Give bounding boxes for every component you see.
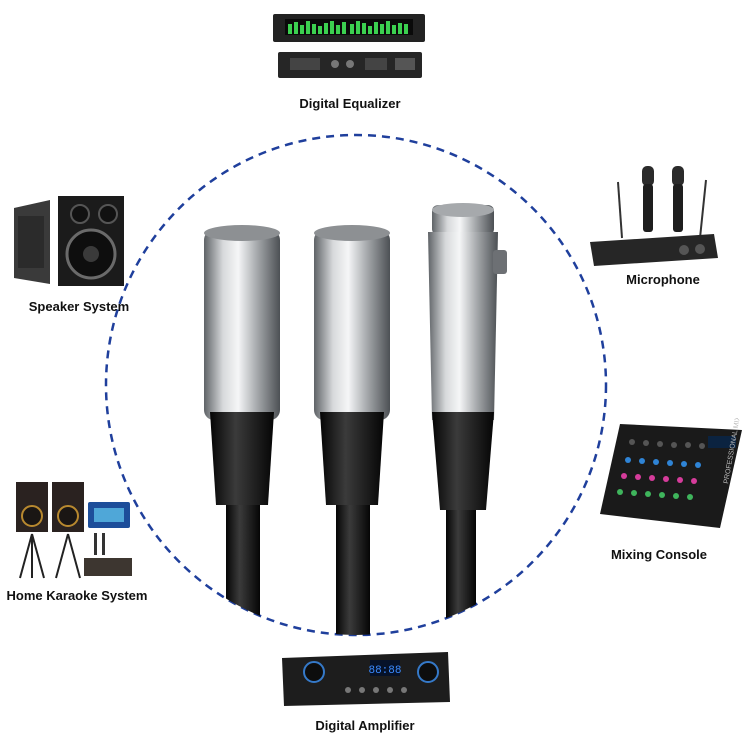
mixer-icon: PROFESSIONAL MIXER — [600, 418, 744, 528]
equalizer-icon — [273, 14, 425, 78]
device-label-karaoke: Home Karaoke System — [6, 588, 148, 603]
female-xlr-connector-right — [428, 203, 507, 510]
karaoke-icon — [16, 482, 132, 579]
amplifier-icon: 88:88 — [282, 652, 450, 706]
amplifier-display: 88:88 — [368, 665, 401, 677]
male-xlr-connector-left — [204, 225, 280, 505]
device-label-amplifier: Digital Amplifier — [315, 718, 415, 733]
device-label-speaker: Speaker System — [28, 299, 130, 314]
speaker-icon — [14, 196, 124, 286]
microphone-icon — [590, 166, 718, 266]
device-label-equalizer: Digital Equalizer — [299, 96, 401, 111]
device-label-microphone: Microphone — [626, 272, 700, 287]
device-label-mixer: Mixing Console — [610, 547, 708, 562]
male-xlr-connector-middle — [314, 225, 390, 505]
